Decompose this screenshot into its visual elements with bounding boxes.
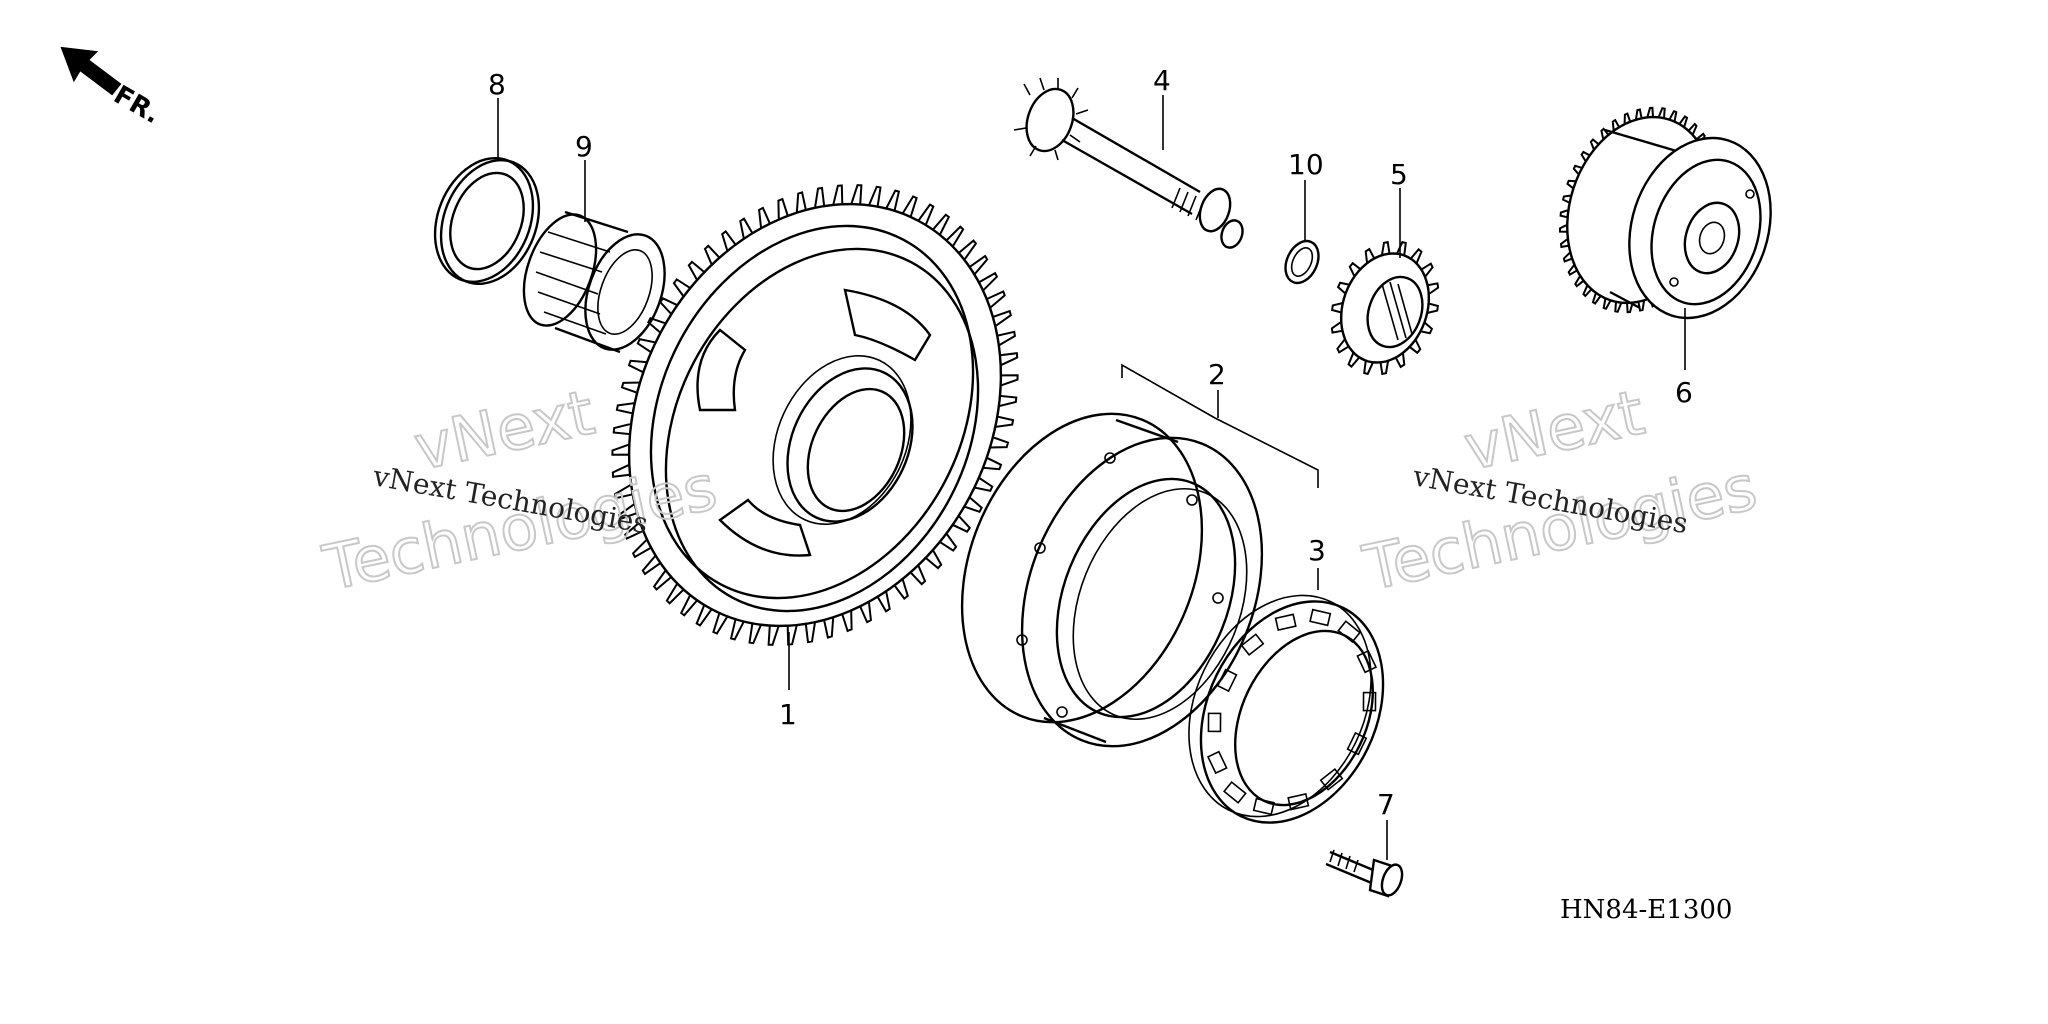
callout-part-3: 3 [1308, 534, 1326, 567]
callout-part-1: 1 [779, 698, 797, 731]
sprag-block [1356, 649, 1378, 674]
watermark-right-line1: vNext [1458, 376, 1650, 485]
callout-part-5: 5 [1390, 158, 1408, 191]
callout-part-4: 4 [1153, 64, 1171, 97]
direction-arrow-icon [60, 46, 122, 96]
callout-part-8: 8 [488, 68, 506, 101]
callout-labels: 8 9 1 4 10 5 6 2 3 7 [488, 64, 1693, 821]
part-3-sprag-clutch [1188, 594, 1385, 824]
sprag-block [1206, 750, 1228, 775]
part-1-driven-gear [611, 184, 1019, 646]
callout-part-10: 10 [1288, 148, 1324, 181]
part-9-needle-bearing [522, 210, 666, 354]
callout-part-9: 9 [575, 130, 593, 163]
leader-lines [497, 95, 1686, 860]
watermark-left-line1: vNext [408, 376, 600, 485]
part-10-circlip [1284, 239, 1320, 285]
sprag-block [1362, 691, 1377, 712]
watermark-left: vNext Technologies vNext Technologies [316, 375, 724, 606]
sprag-block [1252, 797, 1275, 816]
sprag-block [1240, 633, 1265, 657]
callout-part-2: 2 [1208, 358, 1226, 391]
sprag-block [1309, 608, 1332, 627]
part-5-small-gear [1330, 240, 1440, 376]
watermark-right: vNext Technologies vNext Technologies [1356, 375, 1764, 606]
callout-part-6: 6 [1675, 376, 1693, 409]
sprag-block [1207, 712, 1222, 733]
part-4-shaft [1013, 77, 1244, 249]
sprag-block [1346, 731, 1368, 756]
part-8-washer [433, 157, 541, 285]
sprag-block [1216, 668, 1238, 693]
part-6-clutch-drum [1559, 106, 1772, 320]
sprag-block [1274, 613, 1297, 631]
callout-part-7: 7 [1377, 788, 1395, 821]
diagram-code: HN84-E1300 [1560, 895, 1732, 925]
sprag-block [1337, 620, 1361, 644]
part-2-clutch-outer [960, 412, 1264, 748]
sprag-block [1287, 793, 1310, 811]
sprag-block [1223, 780, 1247, 804]
part-7-bolt [1325, 849, 1404, 898]
front-direction-indicator: FR. [60, 46, 165, 130]
sprag-block [1319, 767, 1344, 791]
